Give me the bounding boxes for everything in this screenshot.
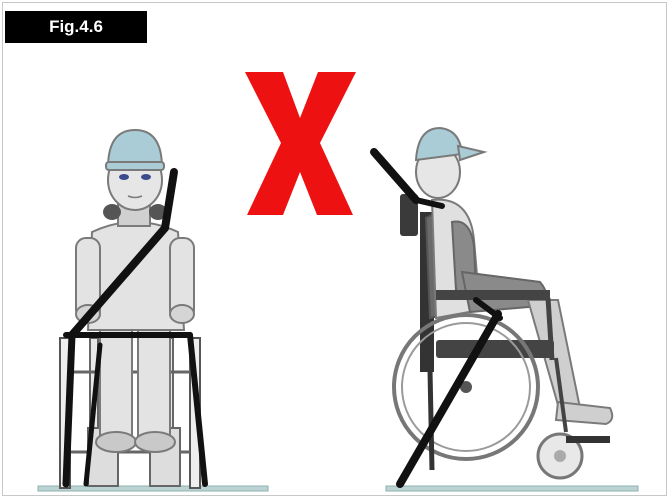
red-x-icon	[245, 72, 356, 215]
front-view-occupant	[60, 130, 205, 488]
floor-right	[386, 486, 638, 491]
side-view-occupant	[374, 128, 612, 484]
